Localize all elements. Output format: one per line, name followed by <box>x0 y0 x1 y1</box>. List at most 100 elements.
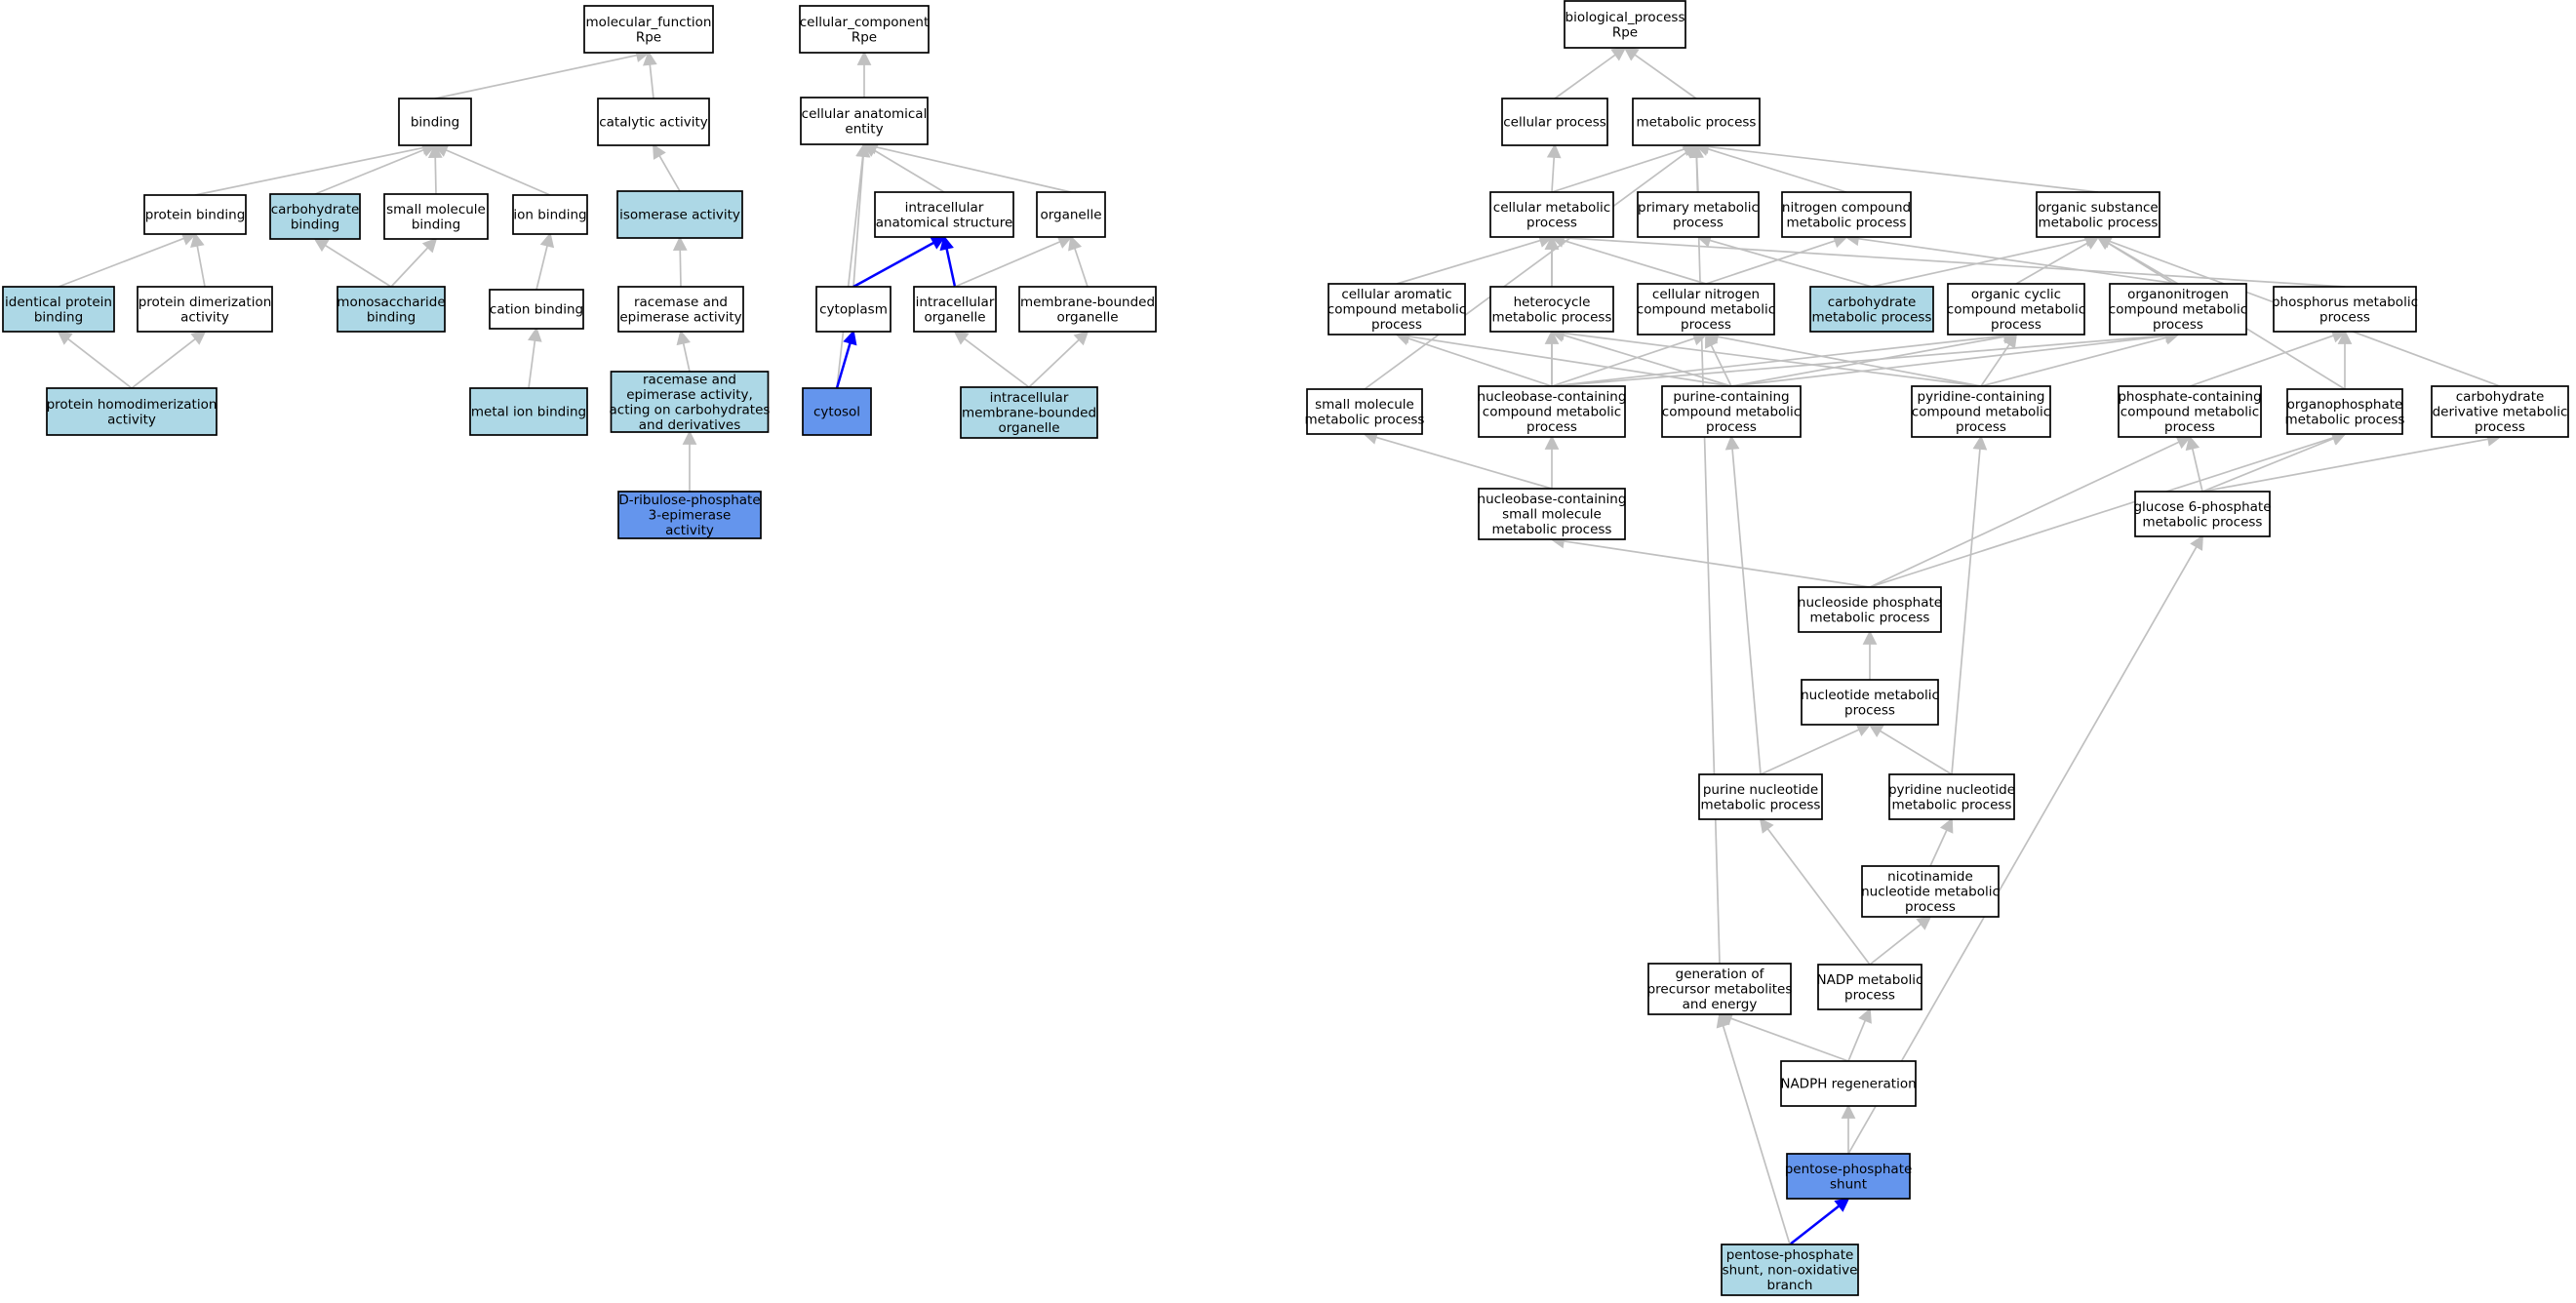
node-box <box>1637 283 1775 336</box>
node-label-line: catalytic activity <box>599 115 708 131</box>
node-box <box>799 5 930 54</box>
edge-phosphorus-to-cell_metabolic <box>1550 230 2346 288</box>
node-label-line: activity <box>665 523 714 538</box>
edge-pyridine_nucleotide-to-pyridine_compound <box>1951 435 1988 775</box>
node-box <box>960 386 1098 439</box>
node-cellular-process[interactable]: cellular process <box>1501 98 1608 146</box>
node-label-line: metal ion binding <box>471 405 586 420</box>
node-label-line: cytoplasm <box>819 302 888 318</box>
node-box <box>46 387 218 436</box>
node-box <box>1786 1153 1911 1200</box>
node-metabolic-process[interactable]: metabolic process <box>1632 98 1761 146</box>
node-label-line: cellular_component <box>800 15 929 30</box>
node-box <box>2118 385 2262 438</box>
node-box <box>1817 964 1922 1010</box>
node-label-line: cellular anatomical <box>802 106 928 122</box>
node-label-line: process <box>1905 899 1956 915</box>
edge-nadph_regen-to-generation_precursor <box>1718 1011 1849 1062</box>
node-label-line: precursor metabolites <box>1647 982 1793 998</box>
node-cytoplasm[interactable]: cytoplasm <box>815 286 892 333</box>
node-isomerase[interactable]: isomerase activity <box>616 190 743 239</box>
node-catalytic[interactable]: catalytic activity <box>597 98 710 146</box>
node-box <box>1861 865 2000 918</box>
edge-ion_binding-to-binding <box>433 143 551 196</box>
node-organelle[interactable]: organelle <box>1036 191 1106 238</box>
node-metal-ion[interactable]: metal ion binding <box>469 387 588 436</box>
node-label-line: NADPH regeneration <box>1780 1077 1916 1092</box>
node-label-line: cellular nitrogen <box>1652 287 1760 302</box>
node-label-line: process <box>2164 419 2215 435</box>
node-label-line: glucose 6-phosphate <box>2133 499 2271 515</box>
node-ion-binding[interactable]: ion binding <box>512 194 588 235</box>
node-label-line: pentose-phosphate <box>1726 1247 1854 1263</box>
node-protein-binding[interactable]: protein binding <box>143 194 247 235</box>
node-box <box>1489 286 1614 333</box>
node-label-line: carbohydrate <box>271 202 360 217</box>
node-box <box>2036 191 2160 238</box>
edge-monosaccharide-to-carb_binding <box>313 237 392 288</box>
edge-carb_binding-to-binding <box>314 143 437 195</box>
node-box <box>269 193 361 240</box>
node-cytosol[interactable]: cytosol <box>802 387 872 436</box>
edge-pyridine_compound-to-organic_cyclic <box>1980 333 2018 387</box>
node-label-line: NADP metabolic <box>1817 972 1923 988</box>
node-binding[interactable]: binding <box>398 98 472 146</box>
edge-cell_anat-to-cc <box>856 51 872 98</box>
node-cation-binding[interactable]: cation binding <box>489 289 584 330</box>
edge-nucleotide_metabolic-to-nucleoside_phosphate <box>1862 630 1878 680</box>
node-label-line: process <box>2153 317 2203 333</box>
node-box <box>1647 963 1792 1015</box>
node-label-line: process <box>1673 215 1724 230</box>
node-box <box>1947 283 2085 336</box>
edge-cellular_process-to-bp <box>1554 46 1627 99</box>
edge-small_mol_binding-to-binding <box>427 143 443 195</box>
node-nadph-regen[interactable]: NADPH regeneration <box>1780 1060 1917 1107</box>
